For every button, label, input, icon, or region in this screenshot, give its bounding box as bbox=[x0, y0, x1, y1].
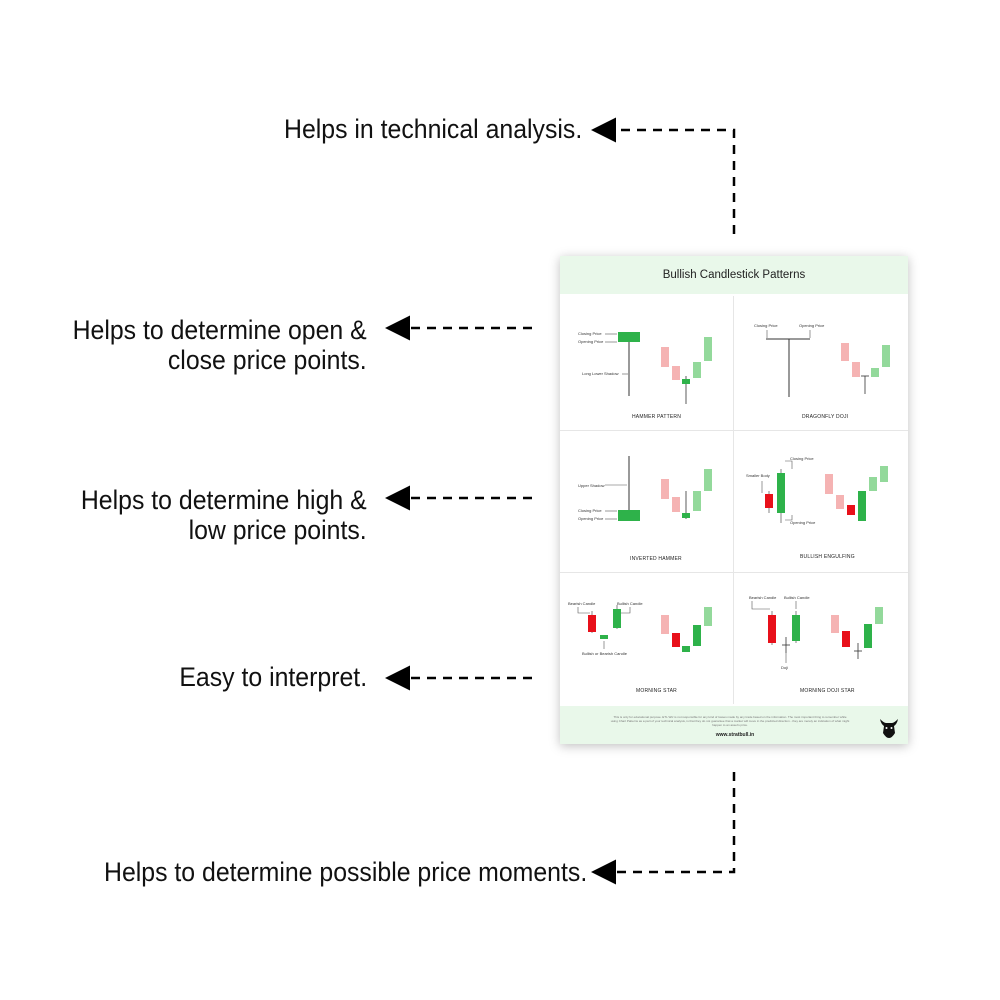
dragonfly-label-opening: Opening Price bbox=[799, 323, 825, 328]
morning-star-label-either: Bullish or Bearish Candle bbox=[582, 651, 627, 656]
doji-star-label-doji: Doji bbox=[781, 665, 788, 670]
inverted-hammer-candle bbox=[618, 510, 640, 521]
callout-price-moments: Helps to determine possible price moment… bbox=[104, 857, 588, 887]
disclaimer-text: This is only for educational purpose. ET… bbox=[610, 715, 850, 727]
divider-vertical bbox=[733, 296, 734, 704]
inverted-label-upper-shadow: Upper Shadow bbox=[578, 483, 605, 488]
morning-doji-star-chart bbox=[751, 601, 883, 663]
inverted-label-closing: Closing Price bbox=[578, 508, 602, 513]
context-candle bbox=[869, 477, 877, 491]
hammer-pattern-name: HAMMER PATTERN bbox=[632, 414, 682, 420]
engulfing-pattern-name: BULLISH ENGULFING bbox=[800, 554, 855, 560]
callout-easy-interpret: Easy to interpret. bbox=[179, 662, 367, 692]
context-candle bbox=[672, 366, 680, 380]
website-link[interactable]: www.stratbull.in bbox=[715, 732, 755, 738]
hammer-chart bbox=[605, 332, 712, 404]
poster-header: Bullish Candlestick Patterns bbox=[560, 256, 908, 294]
context-candle bbox=[836, 495, 844, 509]
doji-star-pattern-name: MORNING DOJI STAR bbox=[800, 688, 855, 694]
context-candle bbox=[672, 497, 680, 512]
dragonfly-label-closing: Closing Price bbox=[754, 323, 778, 328]
doji-star-label-bearish: Bearish Candle bbox=[749, 595, 777, 600]
context-candle bbox=[682, 379, 690, 384]
panel-hammer: Closing Price Opening Price Long Lower S… bbox=[560, 296, 733, 430]
callout-technical-analysis: Helps in technical analysis. bbox=[284, 114, 583, 144]
doji-star-label-bullish: Bullish Candle bbox=[784, 595, 810, 600]
context-candle bbox=[880, 466, 888, 482]
context-candle bbox=[882, 345, 890, 367]
context-candle bbox=[693, 362, 701, 378]
inverted-hammer-chart bbox=[605, 456, 712, 521]
callout-high-low: Helps to determine high & low price poin… bbox=[81, 485, 367, 545]
engulfing-large-candle bbox=[777, 473, 785, 513]
callout-open-close-line1: Helps to determine open & bbox=[72, 315, 367, 345]
morning-star-chart bbox=[577, 605, 712, 652]
context-candle bbox=[672, 633, 680, 647]
context-candle bbox=[841, 343, 849, 361]
bull-logo-icon bbox=[880, 719, 898, 738]
hammer-label-opening: Opening Price bbox=[578, 339, 604, 344]
panel-bullish-engulfing: Closing Price Smaller Body Opening Price… bbox=[734, 431, 908, 572]
morning-star-bullish bbox=[613, 609, 621, 628]
context-candle bbox=[682, 513, 690, 518]
context-candle bbox=[852, 362, 860, 377]
panel-inverted-hammer: Upper Shadow Closing Price Opening Price… bbox=[560, 431, 733, 572]
context-candle bbox=[661, 615, 669, 634]
context-candle bbox=[825, 474, 833, 494]
engulfing-small-candle bbox=[765, 494, 773, 508]
context-candle bbox=[704, 469, 712, 491]
arrow-technical bbox=[591, 117, 736, 234]
callout-open-close: Helps to determine open & close price po… bbox=[73, 315, 367, 375]
context-candle bbox=[682, 646, 690, 652]
poster-footer: This is only for educational purpose. ET… bbox=[560, 706, 908, 744]
context-candle bbox=[661, 347, 669, 367]
doji-star-bullish bbox=[792, 615, 800, 641]
callout-high-low-line2: low price points. bbox=[188, 515, 367, 545]
context-candle bbox=[693, 491, 701, 511]
context-candle bbox=[704, 337, 712, 361]
divider-row1 bbox=[560, 430, 908, 431]
dragonfly-pattern-name: DRAGONFLY DOJI bbox=[802, 414, 849, 420]
engulfing-label-closing: Closing Price bbox=[790, 456, 814, 461]
context-candle bbox=[704, 607, 712, 626]
hammer-candle bbox=[618, 332, 640, 342]
panel-dragonfly-doji: Closing Price Opening Price DRAGONFLY DO… bbox=[734, 296, 908, 430]
engulfing-chart bbox=[761, 460, 888, 523]
poster-title: Bullish Candlestick Patterns bbox=[662, 269, 806, 281]
callout-high-low-line1: Helps to determine high & bbox=[81, 485, 367, 515]
engulfing-label-smaller-body: Smaller Body bbox=[746, 473, 770, 478]
context-candle bbox=[875, 607, 883, 624]
context-candle bbox=[847, 505, 855, 515]
morning-star-label-bullish: Bullish Candle bbox=[617, 601, 643, 606]
morning-star-label-bearish: Bearish Candle bbox=[568, 601, 596, 606]
context-candle bbox=[661, 479, 669, 499]
dragonfly-chart bbox=[766, 330, 890, 397]
morning-star-pattern-name: MORNING STAR bbox=[636, 688, 677, 694]
hammer-label-closing: Closing Price bbox=[578, 331, 602, 336]
candlestick-poster: Bullish Candlestick Patterns Closing Pri… bbox=[560, 256, 908, 744]
divider-row2 bbox=[560, 572, 908, 573]
hammer-label-shadow: Long Lower Shadow bbox=[582, 371, 619, 376]
context-candle bbox=[864, 624, 872, 648]
panel-morning-doji-star: Bearish Candle Bullish Candle Doji MORNI… bbox=[734, 573, 908, 704]
context-candle bbox=[871, 368, 879, 377]
doji-star-bearish bbox=[768, 615, 776, 643]
inverted-pattern-name: INVERTED HAMMER bbox=[630, 556, 682, 562]
arrow-moments bbox=[591, 772, 736, 885]
morning-star-bearish bbox=[588, 615, 596, 632]
context-candle bbox=[693, 625, 701, 646]
context-candle bbox=[842, 631, 850, 647]
morning-star-middle bbox=[600, 635, 608, 639]
panel-morning-star: Bearish Candle Bullish Candle Bullish or… bbox=[560, 573, 733, 704]
inverted-label-opening: Opening Price bbox=[578, 516, 604, 521]
engulfing-label-opening: Opening Price bbox=[790, 520, 816, 525]
context-candle bbox=[858, 491, 866, 521]
callout-open-close-line2: close price points. bbox=[168, 345, 367, 375]
context-candle bbox=[831, 615, 839, 633]
